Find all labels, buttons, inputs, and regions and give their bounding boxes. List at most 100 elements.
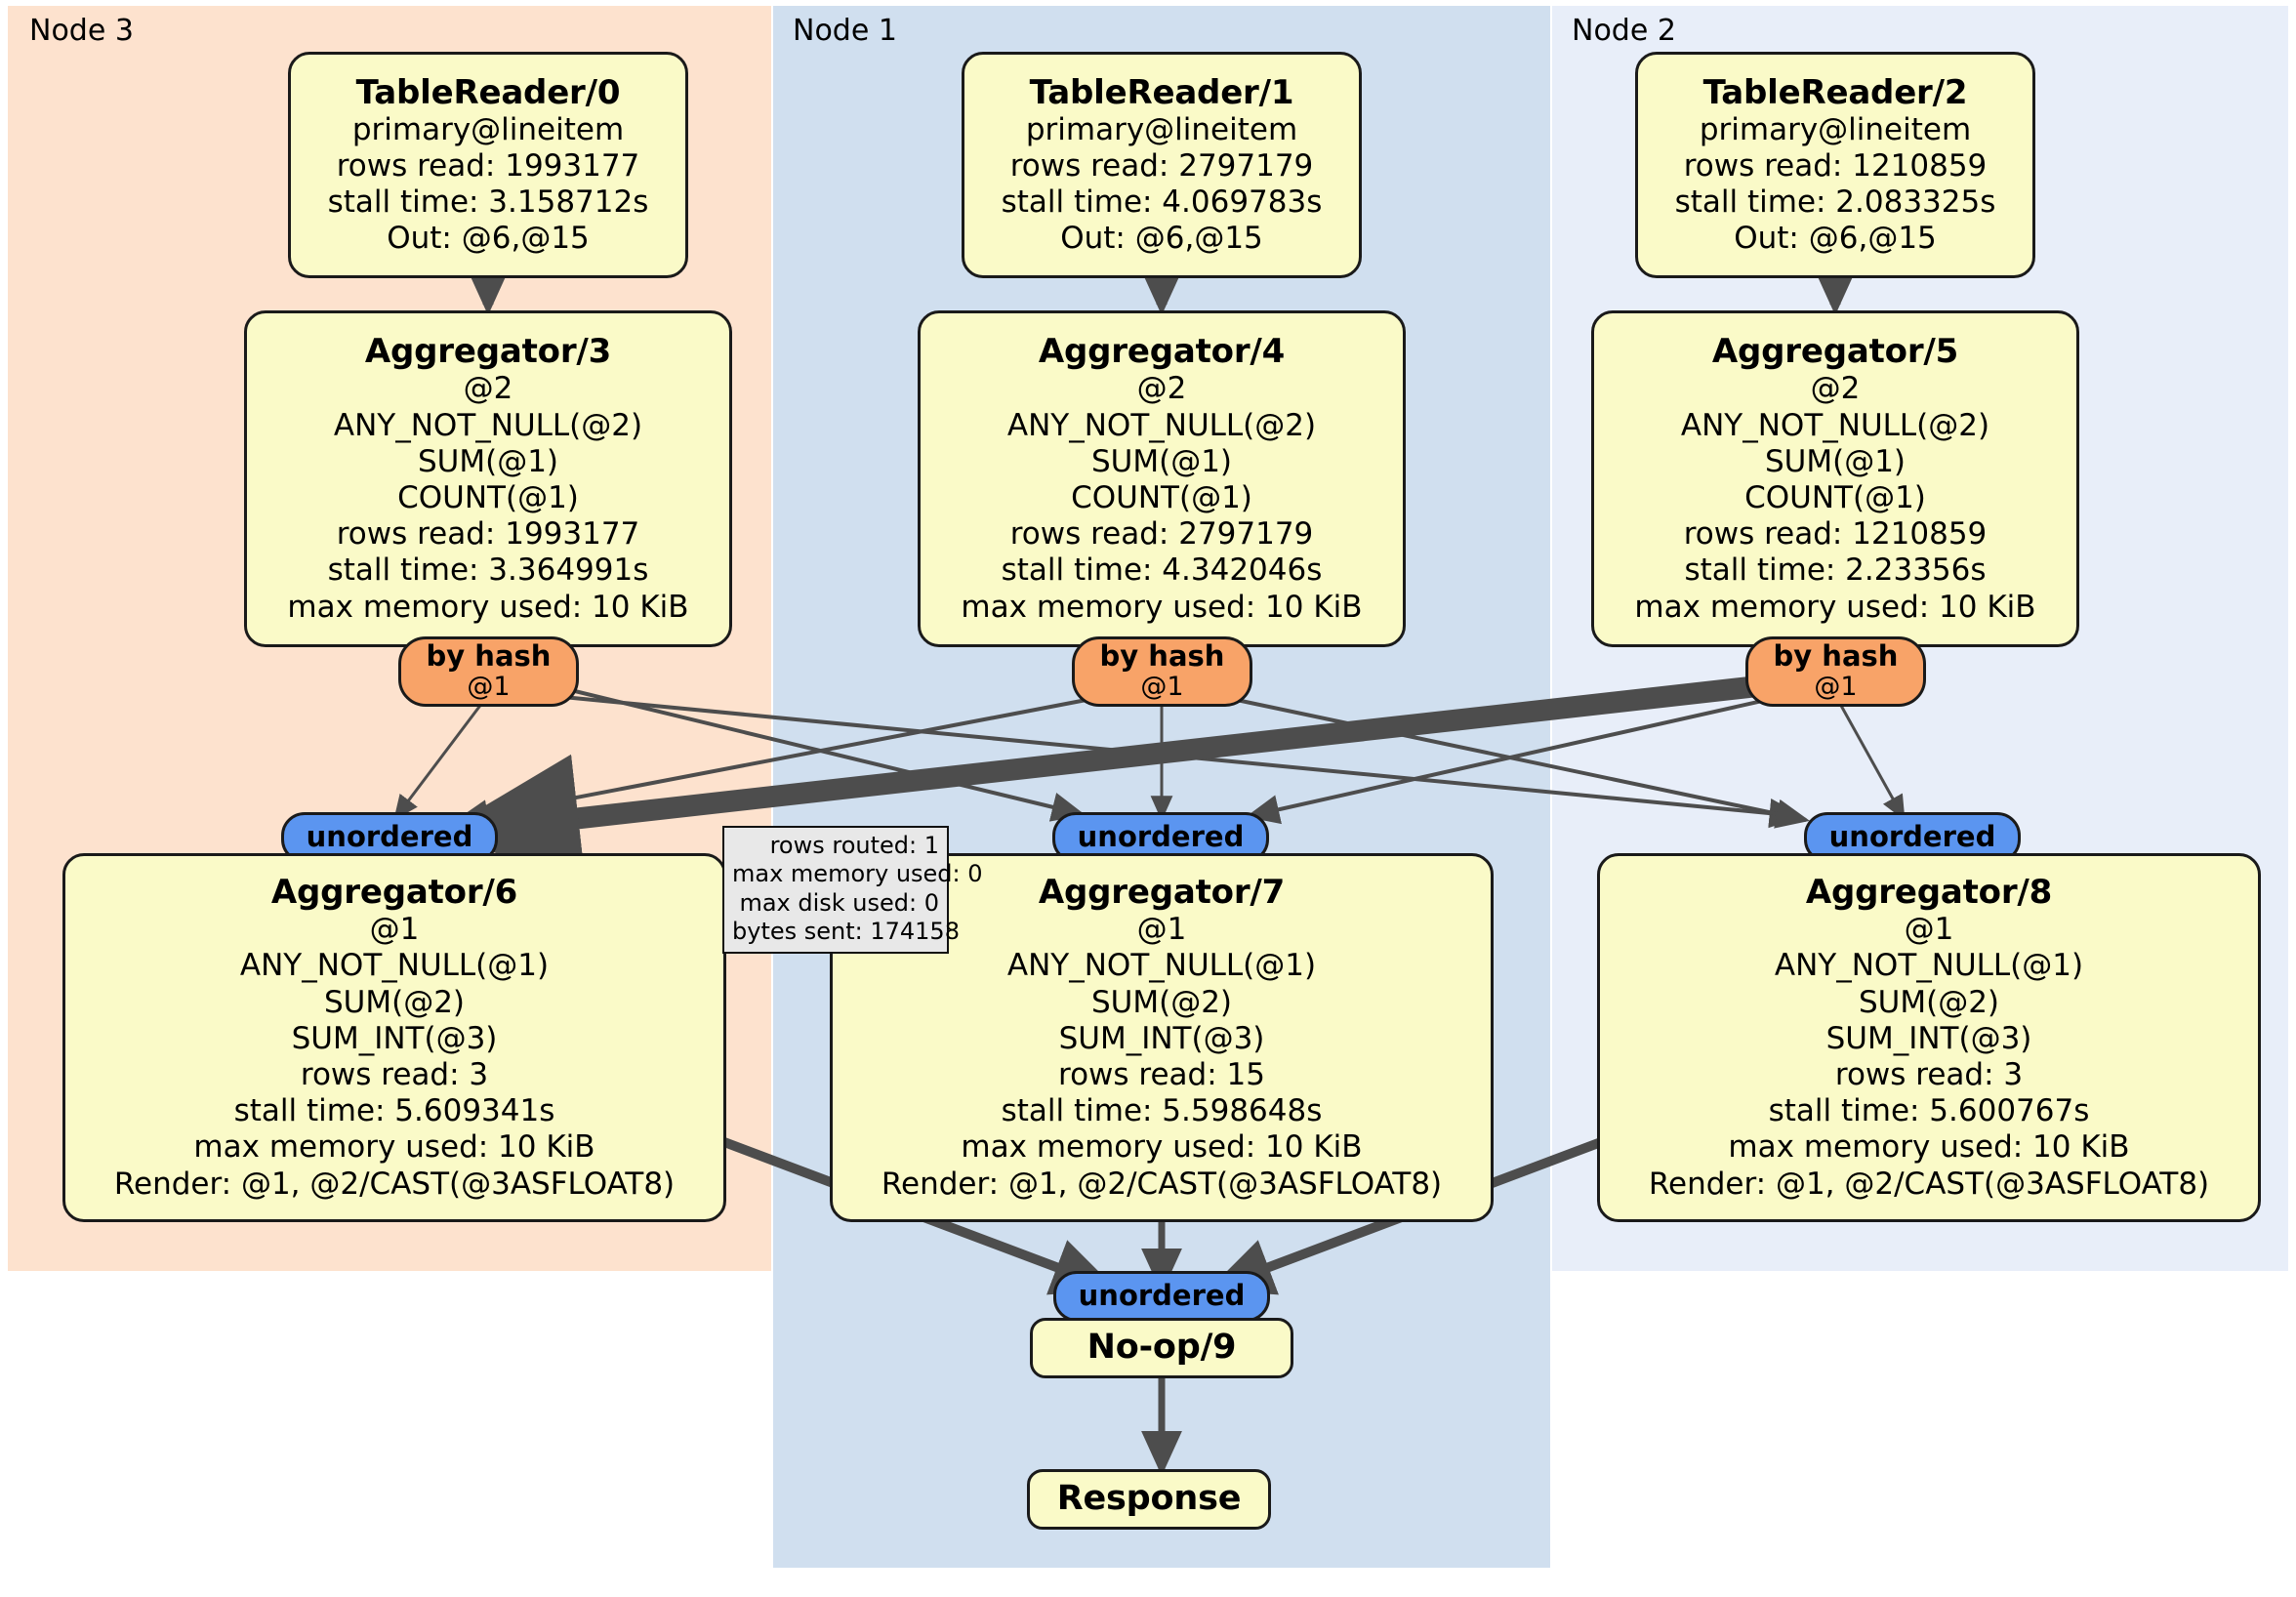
tooltip-line: max disk used: 0 (739, 888, 939, 917)
node-detail-line: SUM_INT(@3) (291, 1020, 498, 1056)
node-detail-line: stall time: 2.083325s (1674, 184, 1996, 221)
node-aggregator-8[interactable]: Aggregator/8 @1 ANY_NOT_NULL(@1) SUM(@2)… (1597, 853, 2261, 1222)
node-aggregator-7[interactable]: Aggregator/7 @1 ANY_NOT_NULL(@1) SUM(@2)… (830, 853, 1494, 1222)
node-title: Aggregator/6 (270, 873, 518, 913)
node-title: TableReader/2 (1702, 72, 1968, 112)
synchronizer-label: unordered (1078, 1279, 1246, 1313)
hash-router-label: by hash (1099, 639, 1225, 674)
node-detail-line: SUM_INT(@3) (1825, 1020, 2032, 1056)
node-title: Aggregator/4 (1038, 332, 1286, 372)
node-title: Aggregator/3 (364, 332, 612, 372)
synchronizer-label: unordered (306, 820, 473, 854)
node-detail-line: @2 (1136, 371, 1187, 407)
node-detail-line: Render: @1, @2/CAST(@3ASFLOAT8) (113, 1166, 676, 1202)
node-title: TableReader/0 (355, 72, 621, 112)
node-detail-line: SUM(@2) (323, 984, 466, 1020)
node-title: Response (1056, 1479, 1242, 1519)
node-detail-line: Render: @1, @2/CAST(@3ASFLOAT8) (881, 1166, 1443, 1202)
node-detail-line: SUM_INT(@3) (1058, 1020, 1265, 1056)
node-detail-line: max memory used: 10 KiB (1728, 1129, 2130, 1166)
node-aggregator-6[interactable]: Aggregator/6 @1 ANY_NOT_NULL(@1) SUM(@2)… (62, 853, 726, 1222)
node-detail-line: stall time: 4.342046s (1001, 553, 1323, 589)
node-detail-line: @1 (1136, 912, 1187, 948)
hash-router-node-2[interactable]: by hash @1 (1745, 636, 1926, 707)
node-detail-line: SUM(@2) (1090, 984, 1233, 1020)
node-detail-line: COUNT(@1) (1071, 479, 1252, 515)
node-detail-line: @2 (1810, 371, 1861, 407)
tooltip-line: bytes sent: 174158 (732, 917, 960, 945)
node-title: No-op/9 (1086, 1328, 1237, 1368)
tooltip-line: rows routed: 1 (769, 832, 939, 859)
node-detail-line: rows read: 2797179 (1009, 516, 1314, 553)
node-detail-line: ANY_NOT_NULL(@1) (1774, 948, 2084, 984)
node-detail-line: SUM(@1) (1090, 443, 1233, 479)
node-detail-line: stall time: 5.598648s (1001, 1093, 1323, 1129)
node-detail-line: stall time: 5.600767s (1768, 1093, 2090, 1129)
node-detail-line: max memory used: 10 KiB (961, 1129, 1363, 1166)
node-detail-line: stall time: 3.158712s (327, 184, 649, 221)
node-title: TableReader/1 (1029, 72, 1294, 112)
node-detail-line: primary@lineitem (351, 111, 625, 147)
node-response[interactable]: Response (1027, 1469, 1271, 1530)
node-detail-line: rows read: 3 (300, 1057, 489, 1093)
node-detail-line: stall time: 5.609341s (233, 1093, 555, 1129)
synchronizer-label: unordered (1828, 820, 1996, 854)
node-detail-line: Render: @1, @2/CAST(@3ASFLOAT8) (1648, 1166, 2210, 1202)
node-detail-line: stall time: 2.23356s (1684, 553, 1987, 589)
synchronizer-label: unordered (1077, 820, 1245, 854)
node-aggregator-4[interactable]: Aggregator/4 @2 ANY_NOT_NULL(@2) SUM(@1)… (918, 310, 1406, 647)
node-tablereader-0[interactable]: TableReader/0 primary@lineitem rows read… (288, 52, 688, 278)
cluster-label-node-2: Node 2 (1572, 14, 1676, 48)
node-detail-line: COUNT(@1) (397, 479, 579, 515)
hash-router-node-3[interactable]: by hash @1 (398, 636, 579, 707)
hash-router-column: @1 (467, 672, 511, 703)
node-detail-line: Out: @6,@15 (387, 221, 590, 257)
edge-stats-tooltip: rows routed: 1 max memory used: 0 max di… (722, 826, 983, 955)
unordered-synchronizer-node-2[interactable]: unordered (1804, 812, 2021, 863)
node-detail-line: @2 (463, 371, 513, 407)
node-detail-line: rows read: 15 (1058, 1057, 1265, 1093)
node-aggregator-5[interactable]: Aggregator/5 @2 ANY_NOT_NULL(@2) SUM(@1)… (1591, 310, 2079, 647)
node-detail-line: SUM(@1) (1764, 443, 1906, 479)
node-detail-line: ANY_NOT_NULL(@1) (1006, 948, 1317, 984)
node-detail-line: ANY_NOT_NULL(@2) (1006, 407, 1317, 443)
node-detail-line: rows read: 1993177 (336, 147, 640, 184)
node-noop-9[interactable]: No-op/9 (1030, 1318, 1293, 1378)
node-detail-line: rows read: 3 (1834, 1057, 2024, 1093)
hash-router-node-1[interactable]: by hash @1 (1072, 636, 1252, 707)
node-aggregator-3[interactable]: Aggregator/3 @2 ANY_NOT_NULL(@2) SUM(@1)… (244, 310, 732, 647)
node-title: Aggregator/5 (1711, 332, 1959, 372)
hash-router-column: @1 (1140, 672, 1184, 703)
node-title: Aggregator/7 (1038, 873, 1286, 913)
cluster-label-node-1: Node 1 (793, 14, 897, 48)
node-detail-line: primary@lineitem (1025, 111, 1298, 147)
node-tablereader-2[interactable]: TableReader/2 primary@lineitem rows read… (1635, 52, 2035, 278)
node-detail-line: ANY_NOT_NULL(@2) (333, 407, 643, 443)
node-detail-line: COUNT(@1) (1744, 479, 1926, 515)
node-detail-line: ANY_NOT_NULL(@1) (239, 948, 550, 984)
node-detail-line: stall time: 4.069783s (1001, 184, 1323, 221)
node-detail-line: SUM(@2) (1858, 984, 2000, 1020)
node-detail-line: rows read: 2797179 (1009, 147, 1314, 184)
node-detail-line: max memory used: 10 KiB (193, 1129, 595, 1166)
hash-router-column: @1 (1814, 672, 1858, 703)
node-detail-line: primary@lineitem (1699, 111, 1972, 147)
cluster-label-node-3: Node 3 (29, 14, 134, 48)
tooltip-line: max memory used: 0 (732, 860, 983, 888)
node-detail-line: rows read: 1993177 (336, 516, 640, 553)
node-detail-line: @1 (1904, 912, 1954, 948)
node-detail-line: max memory used: 10 KiB (1634, 589, 2036, 625)
node-detail-line: ANY_NOT_NULL(@2) (1680, 407, 1990, 443)
node-detail-line: Out: @6,@15 (1734, 221, 1937, 257)
node-detail-line: Out: @6,@15 (1060, 221, 1263, 257)
node-detail-line: SUM(@1) (417, 443, 559, 479)
final-unordered-synchronizer[interactable]: unordered (1053, 1271, 1270, 1322)
node-detail-line: rows read: 1210859 (1683, 147, 1988, 184)
node-title: Aggregator/8 (1805, 873, 2053, 913)
hash-router-label: by hash (1773, 639, 1899, 674)
node-detail-line: max memory used: 10 KiB (961, 589, 1363, 625)
hash-router-label: by hash (426, 639, 552, 674)
node-detail-line: stall time: 3.364991s (327, 553, 649, 589)
node-tablereader-1[interactable]: TableReader/1 primary@lineitem rows read… (962, 52, 1362, 278)
